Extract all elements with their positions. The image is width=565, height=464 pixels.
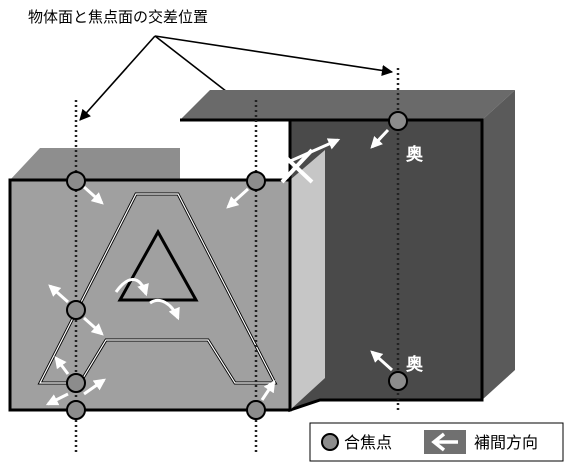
front-block-top [10,148,180,180]
focus-points [66,111,408,420]
legend-direction-label: 補間方向 [474,433,538,452]
back-block-side [482,90,515,400]
legend-focus-icon [321,433,339,451]
focus-point [246,400,266,420]
legend-focus-label: 合焦点 [344,433,392,452]
focus-point [246,171,266,191]
interpolation-arrows [45,128,394,406]
front-block-front [8,178,292,412]
back-block-front [180,118,484,413]
label-near: 手前 [194,154,228,175]
back-block [180,90,515,413]
legend: 合焦点 補間方向 [309,422,564,462]
diagram-title: 物体面と焦点面の交差位置 [28,8,208,26]
legend-arrow-icon [431,432,458,452]
back-block-top [180,90,515,120]
focus-point [388,371,408,391]
label-far-bottom: 奥 [406,354,424,375]
focus-point [66,400,86,420]
cross-mark [276,148,314,184]
focus-point [66,300,86,320]
front-block-side [290,150,325,410]
front-block [8,148,325,412]
focus-point [388,111,408,131]
focus-point [66,171,86,191]
focus-point [66,373,86,393]
label-far-top: 奥 [406,144,424,165]
